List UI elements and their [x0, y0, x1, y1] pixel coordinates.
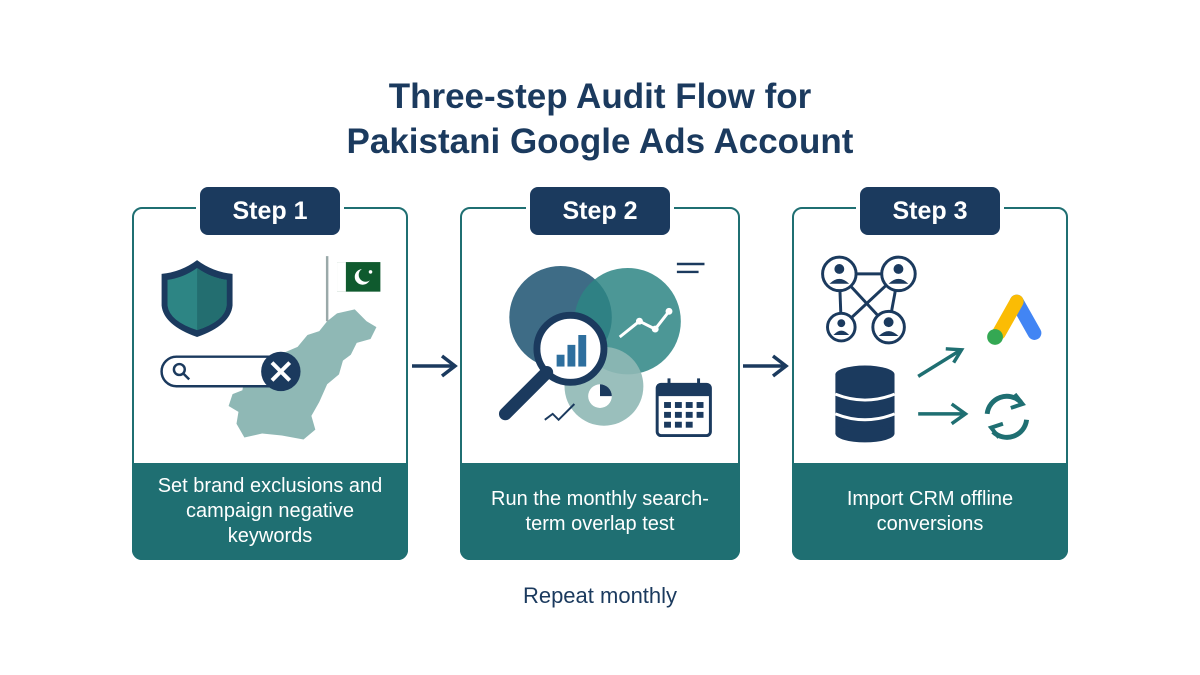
trend-line-icon [544, 262, 705, 422]
step-3-illustration [821, 255, 1042, 443]
arrow-right-icon [743, 354, 789, 378]
title-line-2: Pakistani Google Ads Account [346, 122, 854, 161]
google-ads-logo-icon [987, 294, 1042, 345]
close-icon [261, 351, 301, 392]
pakistan-map-icon [228, 309, 377, 440]
pie-chart-icon [588, 384, 612, 408]
step-3-card: Step 3 Import CRM offline conversions [792, 187, 1068, 560]
network-people-icon [821, 255, 917, 345]
database-icon [834, 365, 896, 443]
repeat-monthly-note: Repeat monthly [522, 583, 678, 608]
step-2-description: Run the monthly search-term overlap test [460, 463, 740, 560]
sync-icon [984, 392, 1030, 440]
shield-icon [161, 260, 233, 337]
step-1-description: Set brand exclusions and campaign negati… [132, 463, 408, 560]
step-1-label: Step 1 [200, 187, 340, 235]
step-3-description: Import CRM offline conversions [792, 463, 1068, 560]
pakistan-flag-icon [325, 256, 381, 322]
step-1-illustration [160, 256, 381, 440]
step-1-card: Step 1 Set brand exclusions and campaign… [132, 187, 408, 560]
arrow-right-icon [412, 354, 458, 378]
step-2-illustration [498, 262, 712, 438]
arrow-right-icon [917, 347, 969, 426]
calendar-icon [655, 378, 712, 438]
diagram-title: Three-step Audit Flow for Pakistani Goog… [0, 74, 1200, 164]
title-line-1: Three-step Audit Flow for [388, 77, 812, 116]
step-2-card: Step 2 Run the monthly search-term overl… [460, 187, 740, 560]
magnifier-chart-icon [498, 311, 608, 421]
step-3-label: Step 3 [860, 187, 1000, 235]
step-2-label: Step 2 [530, 187, 670, 235]
